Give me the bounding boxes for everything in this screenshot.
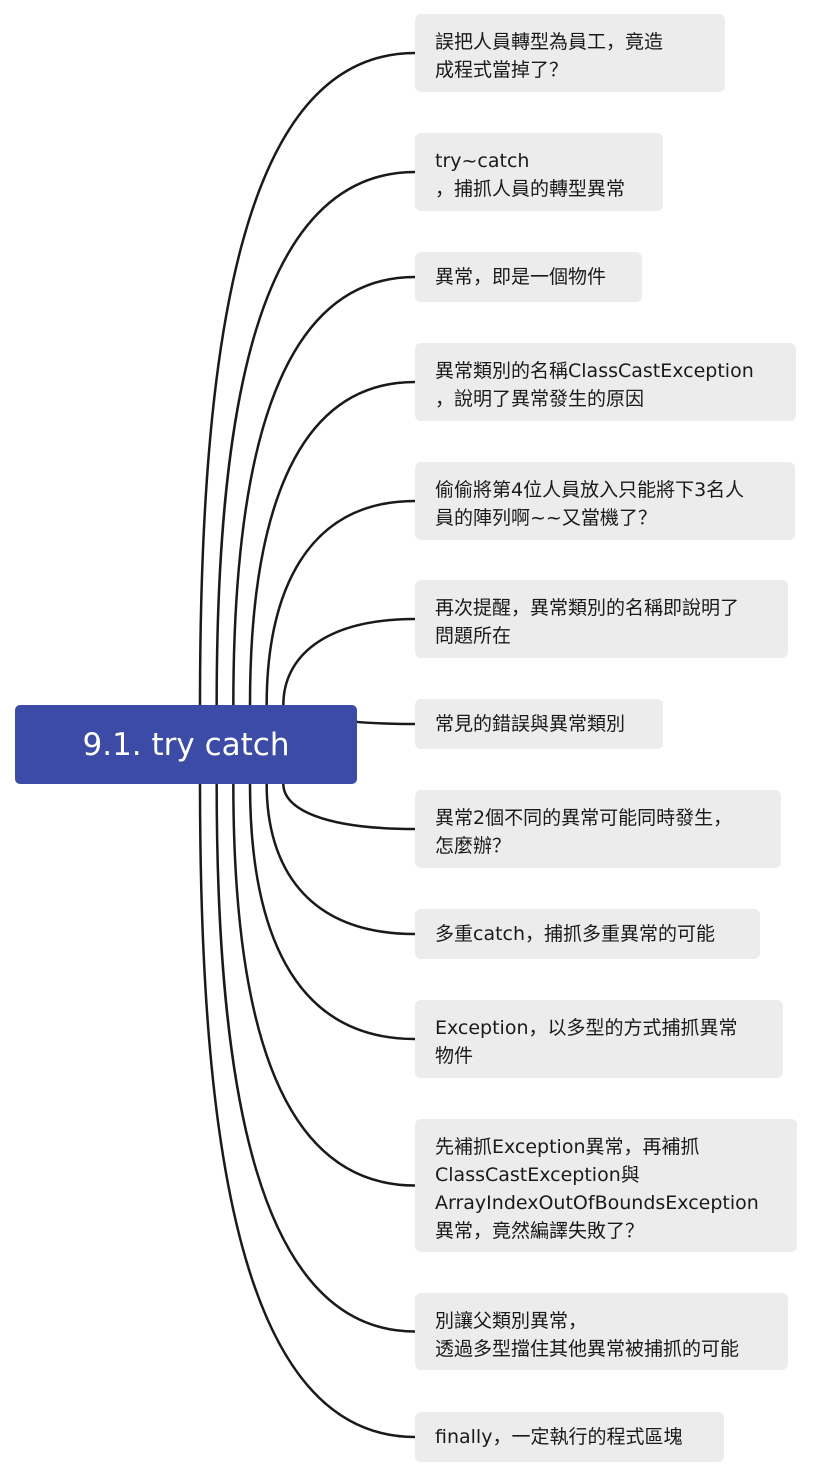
connector-line	[265, 783, 416, 936]
subtopic[interactable]: 異常，即是一個物件	[415, 252, 642, 302]
central-topic[interactable]: 9.1. try catch	[15, 705, 357, 784]
subtopic[interactable]: try~catch ，捕抓人員的轉型異常	[415, 133, 663, 211]
subtopic-label: 常見的錯誤與異常類別	[435, 713, 626, 735]
subtopic[interactable]: 多重catch，捕抓多重異常的可能	[415, 909, 760, 959]
connector-line	[215, 783, 416, 1333]
subtopic[interactable]: 先補抓Exception異常，再補抓 ClassCastException與 A…	[415, 1119, 797, 1252]
subtopic-label: 誤把人員轉型為員工，竟造 成程式當掉了？	[435, 31, 664, 81]
subtopic-label: 異常，即是一個物件	[435, 266, 607, 288]
subtopic-label: 先補抓Exception異常，再補抓 ClassCastException與 A…	[435, 1136, 759, 1242]
subtopic-label: finally，一定執行的程式區塊	[435, 1426, 683, 1448]
connector-line	[232, 275, 416, 706]
subtopic-label: Exception，以多型的方式捕抓異常 物件	[435, 1017, 738, 1067]
connector-line	[282, 617, 416, 706]
subtopic[interactable]: finally，一定執行的程式區塊	[415, 1412, 724, 1462]
connector-line	[248, 380, 416, 706]
connector-line	[198, 51, 416, 706]
subtopic-label: try~catch ，捕抓人員的轉型異常	[435, 150, 626, 200]
subtopic[interactable]: 常見的錯誤與異常類別	[415, 699, 663, 749]
connector-line	[232, 783, 416, 1187]
subtopic[interactable]: 再次提醒，異常類別的名稱即說明了 問題所在	[415, 580, 788, 658]
subtopic-label: 再次提醒，異常類別的名稱即說明了 問題所在	[435, 597, 740, 647]
subtopic[interactable]: 異常2個不同的異常可能同時發生， 怎麼辦？	[415, 790, 781, 868]
subtopic[interactable]: 誤把人員轉型為員工，竟造 成程式當掉了？	[415, 14, 725, 92]
subtopic-label: 異常類別的名稱ClassCastException ，說明了異常發生的原因	[435, 360, 754, 410]
connector-line	[282, 783, 416, 831]
subtopic[interactable]: Exception，以多型的方式捕抓異常 物件	[415, 1000, 783, 1078]
central-topic-label: 9.1. try catch	[82, 726, 290, 763]
subtopic[interactable]: 別讓父類別異常， 透過多型擋住其他異常被捕抓的可能	[415, 1293, 788, 1370]
connector-line	[215, 170, 416, 706]
connector-line	[248, 783, 416, 1041]
subtopic-label: 異常2個不同的異常可能同時發生， 怎麼辦？	[435, 807, 733, 857]
subtopic[interactable]: 偷偷將第4位人員放入只能將下3名人 員的陣列啊~~又當機了？	[415, 462, 795, 540]
subtopic-label: 別讓父類別異常， 透過多型擋住其他異常被捕抓的可能	[435, 1310, 740, 1360]
connector-line	[265, 499, 416, 706]
subtopic[interactable]: 異常類別的名稱ClassCastException ，說明了異常發生的原因	[415, 343, 796, 421]
subtopic-label: 多重catch，捕抓多重異常的可能	[435, 923, 716, 945]
connector-line	[198, 783, 416, 1439]
subtopic-label: 偷偷將第4位人員放入只能將下3名人 員的陣列啊~~又當機了？	[435, 479, 745, 529]
